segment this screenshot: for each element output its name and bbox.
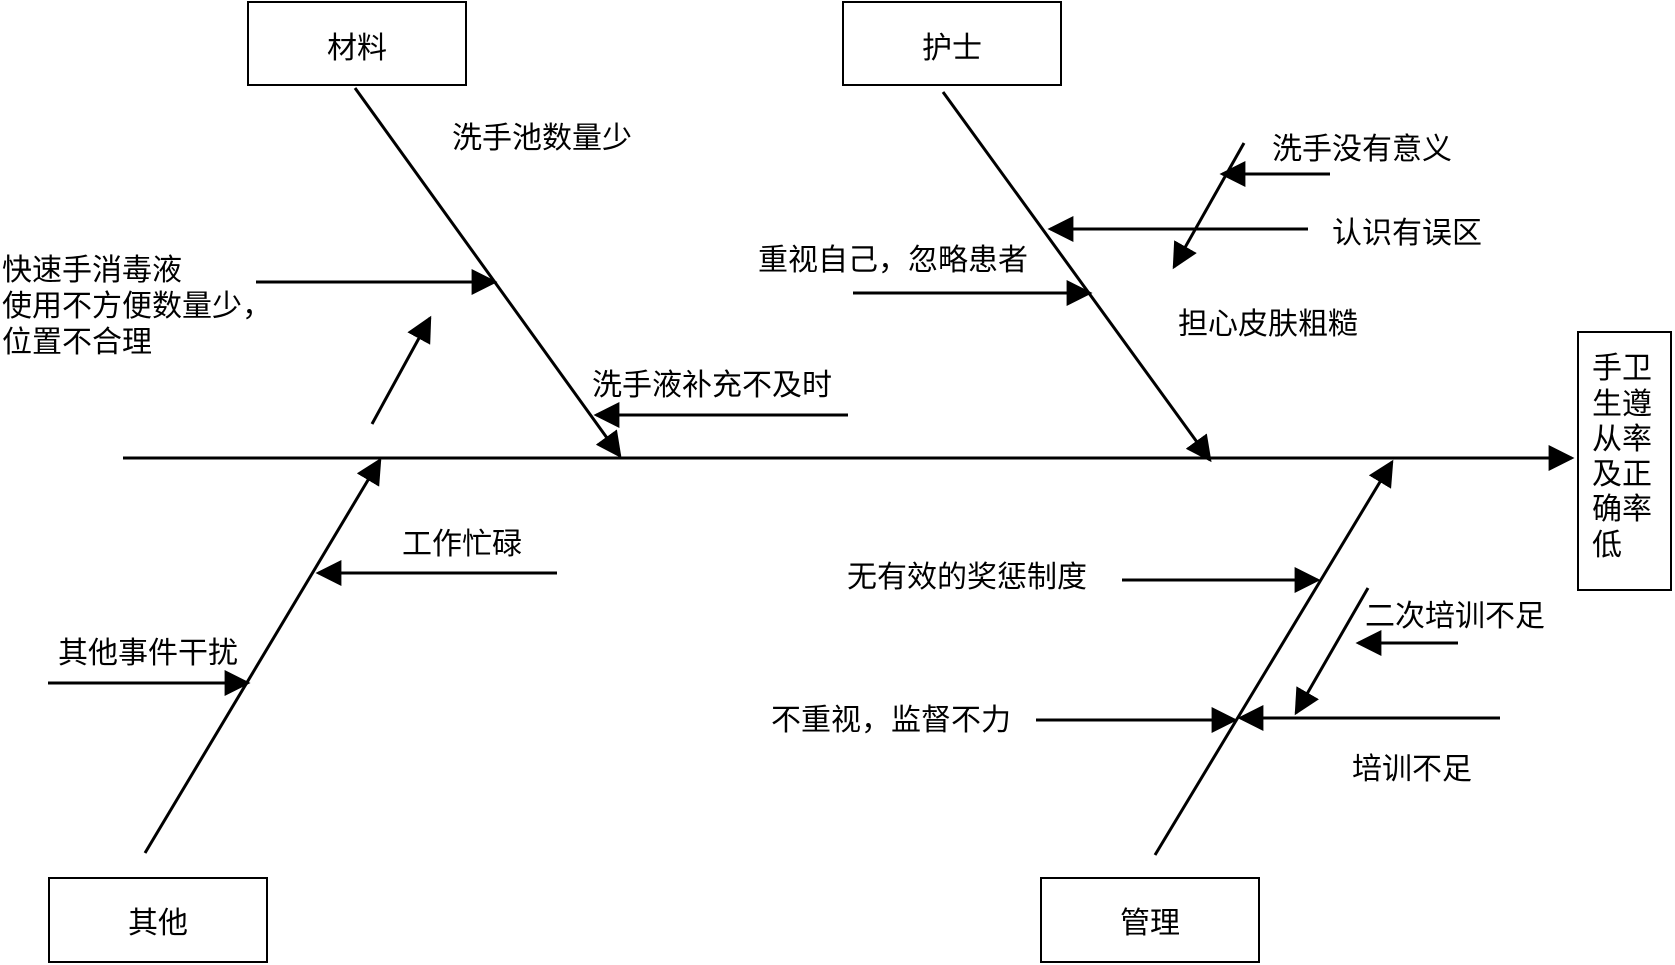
category-label-other: 其他 (128, 906, 188, 941)
category-box-other (48, 877, 268, 963)
bone-other (143, 457, 382, 854)
bone-management (1153, 459, 1394, 856)
category-box-management (1040, 877, 1260, 963)
effect-line-1: 手卫 (1592, 351, 1652, 386)
category-label-nurse: 护士 (922, 31, 982, 66)
category-box-material (247, 1, 467, 86)
effect-box (1577, 331, 1672, 591)
effect-line-4: 及正 (1592, 457, 1652, 492)
cause-misconception: 认识有误区 (1332, 216, 1482, 251)
category-box-nurse (842, 1, 1062, 86)
effect-line-5: 确率 (1592, 492, 1652, 527)
cause-arrow-sanitizer-sub (370, 315, 432, 425)
cause-sanitizer-line-2: 使用不方便数量少， (2, 289, 272, 324)
effect-line-2: 生遵 (1592, 387, 1652, 422)
cause-soap-refill: 洗手液补充不及时 (592, 368, 832, 403)
cause-not-valued: 不重视，监督不力 (771, 703, 1011, 738)
cause-sanitizer-line-1: 快速手消毒液 (2, 253, 182, 288)
bone-nurse (941, 91, 1212, 463)
effect-line-6: 低 (1592, 528, 1622, 563)
category-label-management: 管理 (1120, 906, 1180, 941)
cause-training-lack: 培训不足 (1352, 752, 1472, 787)
cause-sanitizer-line-3: 位置不合理 (2, 325, 152, 360)
cause-second-training: 二次培训不足 (1365, 599, 1545, 634)
cause-arrow-skin-rough (1172, 142, 1246, 270)
cause-skin-rough: 担心皮肤粗糙 (1178, 307, 1358, 342)
cause-sink-few: 洗手池数量少 (452, 121, 632, 156)
cause-self-first: 重视自己，忽略患者 (758, 243, 1028, 278)
cause-interruptions: 其他事件干扰 (58, 636, 238, 671)
cause-no-incentive: 无有效的奖惩制度 (847, 560, 1087, 595)
cause-no-meaning: 洗手没有意义 (1272, 132, 1452, 167)
category-label-material: 材料 (327, 31, 387, 66)
cause-busy: 工作忙碌 (402, 527, 522, 562)
cause-arrow-second-training-sub (1294, 587, 1370, 716)
effect-line-3: 从率 (1592, 422, 1652, 457)
